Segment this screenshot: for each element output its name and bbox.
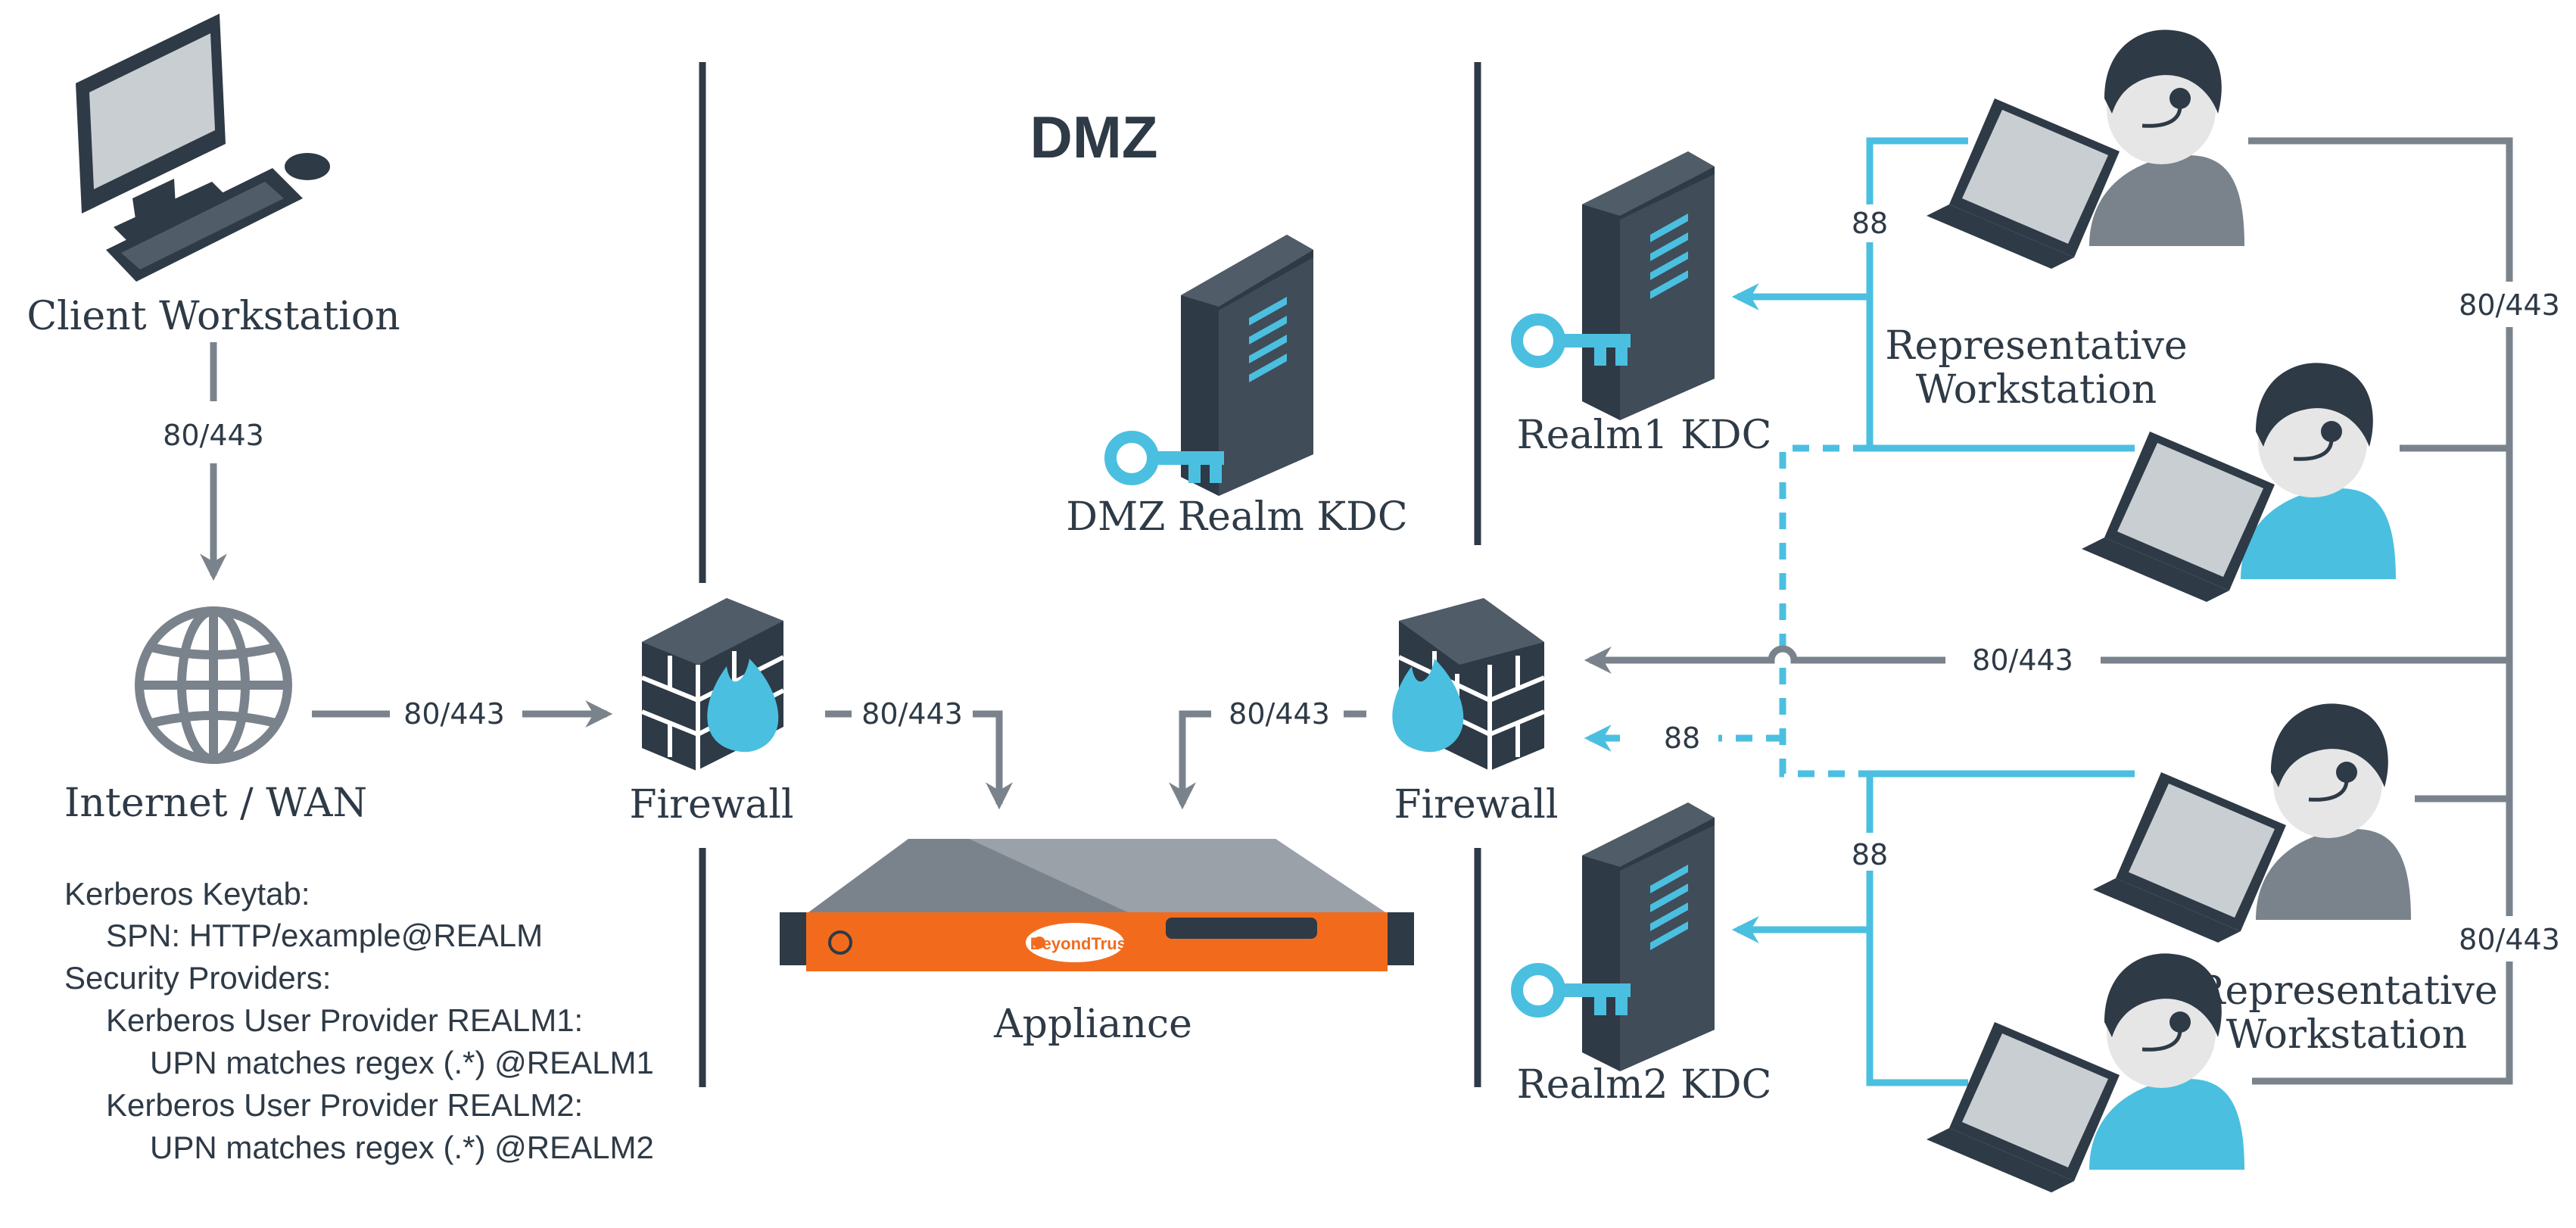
- key-icon: [1104, 431, 1224, 485]
- desktop-computer-icon: [76, 14, 330, 282]
- appliance-label: Appliance: [993, 1002, 1192, 1047]
- port-label: 80/443: [2459, 288, 2560, 322]
- representative-icon: [2093, 703, 2411, 943]
- server-icon: [1181, 235, 1313, 496]
- note-line: UPN matches regex (.*) @REALM1: [150, 1045, 654, 1080]
- note-line: SPN: HTTP/example@REALM: [106, 918, 543, 953]
- dmz-realm-kdc-label: DMZ Realm KDC: [1066, 494, 1407, 540]
- representative-icon: [1927, 30, 2244, 269]
- note-line: Security Providers:: [64, 960, 331, 996]
- rep-workstation-bottom-line1: Representative: [2195, 968, 2497, 1014]
- note-line: Kerberos User Provider REALM1:: [106, 1002, 583, 1038]
- port-label: 80/443: [1229, 697, 1330, 731]
- firewall-icon: [1392, 598, 1546, 771]
- firewall-icon: [640, 598, 785, 771]
- rep-workstation-top-line2: Workstation: [1916, 367, 2157, 413]
- port-label: 80/443: [861, 697, 963, 731]
- appliance-brand: BeyondTrust: [1030, 934, 1132, 953]
- representative-icon: [2082, 363, 2396, 602]
- note-line: UPN matches regex (.*) @REALM2: [150, 1130, 654, 1165]
- dmz-title: DMZ: [1030, 104, 1158, 170]
- firewall-left-label: Firewall: [629, 782, 793, 827]
- note-line: Kerberos User Provider REALM2:: [106, 1087, 583, 1123]
- key-icon: [1511, 313, 1631, 368]
- rep-bus: [1584, 137, 2513, 1085]
- kdc-to-firewall-dashed: [1584, 444, 1870, 778]
- globe-icon: [135, 606, 292, 764]
- port-label: 88: [1664, 722, 1700, 755]
- port-label: 80/443: [1972, 644, 2073, 677]
- port-label: 80/443: [163, 419, 264, 452]
- port-label: 88: [1852, 838, 1888, 871]
- port-label: 80/443: [403, 697, 505, 731]
- realm1-kdc-label: Realm1 KDC: [1517, 413, 1772, 458]
- firewall-right-to-appliance-arrow: [1169, 710, 1211, 810]
- note-line: Kerberos Keytab:: [64, 876, 310, 912]
- port-label: 80/443: [2459, 923, 2560, 956]
- appliance-icon: BeyondTrust: [780, 839, 1414, 971]
- firewall-left-to-appliance-arrow: [973, 710, 1013, 810]
- key-icon: [1511, 963, 1631, 1018]
- configuration-notes: Kerberos Keytab: SPN: HTTP/example@REALM…: [64, 876, 654, 1165]
- realm2-kdc-label: Realm2 KDC: [1517, 1062, 1772, 1108]
- client-workstation-label: Client Workstation: [26, 294, 400, 339]
- internet-wan-label: Internet / WAN: [64, 781, 367, 826]
- realm2-kerberos-links: [1731, 770, 2135, 1086]
- server-icon: [1582, 803, 1715, 1071]
- rep-workstation-top-line1: Representative: [1885, 323, 2187, 369]
- firewall-right-label: Firewall: [1394, 782, 1558, 827]
- rep-workstation-bottom-line2: Workstation: [2226, 1012, 2468, 1058]
- server-icon: [1582, 151, 1715, 420]
- port-label: 88: [1852, 207, 1888, 240]
- representative-icon: [1927, 953, 2244, 1192]
